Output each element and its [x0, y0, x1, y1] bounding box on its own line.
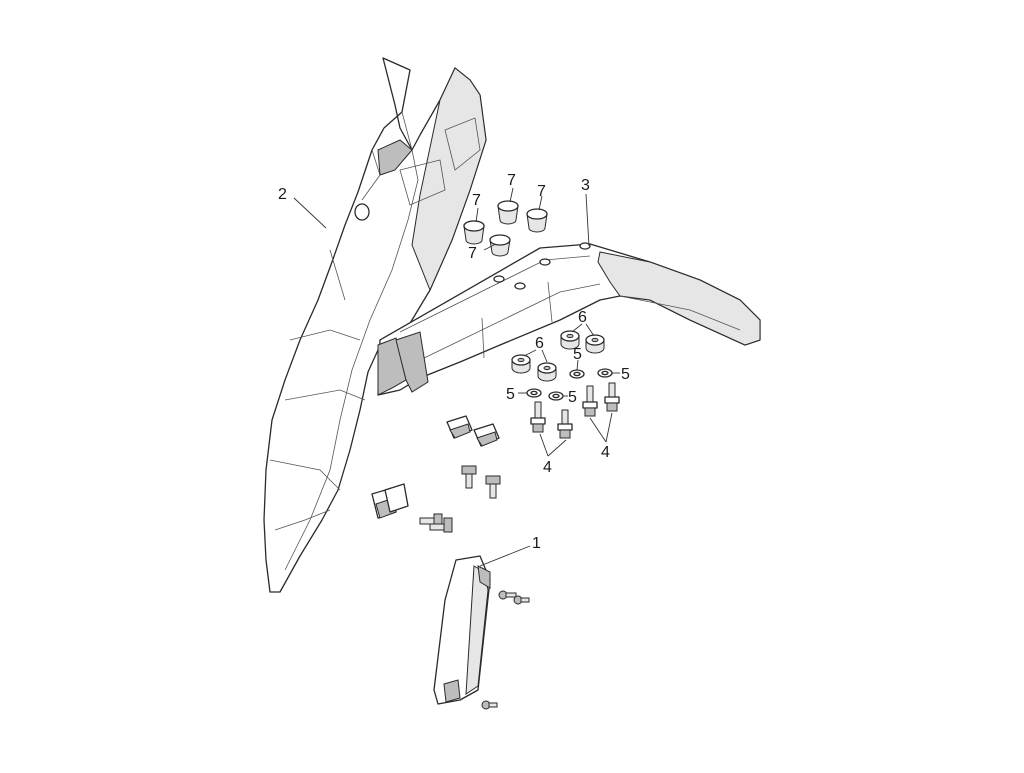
washer-5a: [569, 369, 585, 379]
grommet-6d: [585, 334, 605, 354]
bolt-4b: [557, 409, 573, 439]
part-5-washers: [526, 368, 613, 401]
callout-4b: 4: [601, 444, 610, 461]
bush-7d: [489, 234, 511, 257]
small-screw-b: [513, 595, 530, 605]
bolt-4a: [530, 401, 546, 433]
screw-b: [485, 475, 501, 499]
grommet-6b: [537, 362, 557, 382]
callout-5b: 5: [621, 366, 630, 383]
callout-5a: 5: [573, 346, 582, 363]
part-2-front-cowl: [263, 57, 487, 593]
callout-7b: 7: [507, 172, 516, 189]
part-3-front-fender: [377, 242, 761, 396]
callout-4a: 4: [543, 459, 552, 476]
fastener-screws: [419, 465, 501, 533]
bolt-4d: [604, 382, 620, 412]
grommet-6a: [511, 354, 531, 374]
fastener-clips: [371, 415, 500, 519]
screw-a: [461, 465, 477, 489]
bush-7c: [526, 208, 548, 233]
small-screw-c: [481, 700, 498, 710]
small-screw-a: [498, 590, 517, 600]
part-6-grommets: [511, 330, 605, 382]
part-1-cover: [433, 555, 530, 710]
washer-5b: [597, 368, 613, 378]
callout-5c: 5: [506, 386, 515, 403]
callout-7d: 7: [468, 245, 477, 262]
clip-b: [473, 423, 500, 447]
bush-7b: [497, 200, 519, 225]
callout-7a: 7: [472, 192, 481, 209]
callout-2: 2: [278, 186, 287, 203]
bush-7a: [463, 220, 485, 245]
callout-6b: 6: [578, 309, 587, 326]
washer-5d: [548, 391, 564, 401]
callout-7c: 7: [537, 183, 546, 200]
callout-labels: 1 2 3 4 4 5 5 5 5 6 6 7 7 7 7: [278, 172, 630, 552]
screw-d: [429, 517, 453, 533]
clip-d: [384, 483, 409, 513]
callout-6a: 6: [535, 335, 544, 352]
bolt-4c: [582, 385, 598, 417]
part-7-bushes: [463, 200, 548, 257]
leader-lines: [293, 187, 620, 567]
clip-a: [446, 415, 473, 439]
grommet-6c: [560, 330, 580, 350]
washer-5c: [526, 388, 542, 398]
callout-5d: 5: [568, 389, 577, 406]
callout-3: 3: [581, 177, 590, 194]
part-4-bolts: [530, 382, 620, 439]
callout-1: 1: [532, 535, 541, 552]
